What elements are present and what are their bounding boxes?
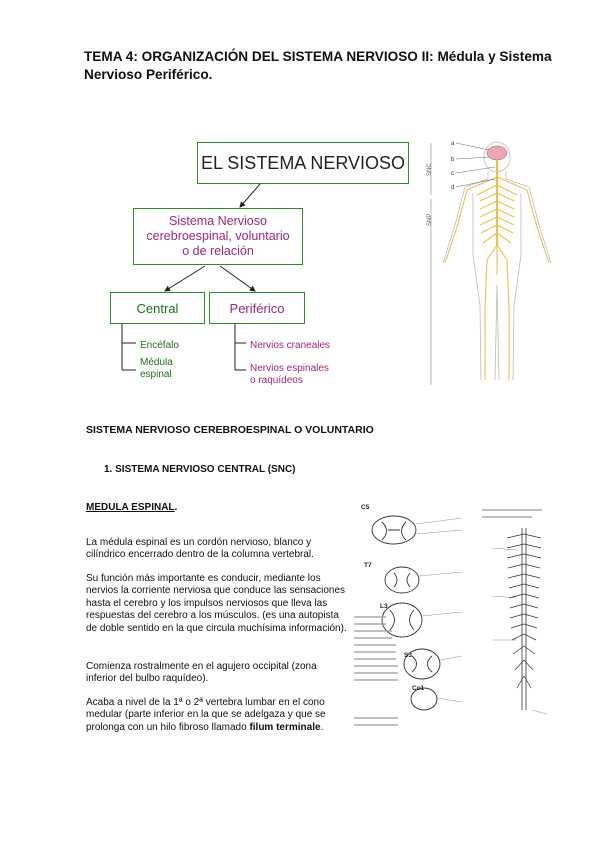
concept-box-central: Central	[110, 292, 205, 324]
body-label-d: d	[451, 185, 454, 191]
section-heading: SISTEMA NERVIOSO CEREBROESPINAL O VOLUNT…	[86, 424, 374, 436]
paragraph-funcion: Su función más importante es conducir, m…	[86, 573, 347, 634]
paragraph-definition: La médula espinal es un cordón nervioso,…	[86, 537, 314, 561]
body-label-b: b	[451, 157, 455, 163]
concept-main-text: EL SISTEMA NERVIOSO	[200, 152, 406, 173]
spine-label-t7: T7	[364, 562, 372, 569]
concept-sub-line3: o de relación	[182, 244, 254, 258]
spine-label-c5: C5	[361, 504, 370, 511]
body-label-snc: SNC	[427, 163, 433, 176]
spine-label-l3: L3	[380, 603, 388, 610]
spinal-cord-sections-illustration	[354, 509, 548, 726]
concept-box-cerebroespinal: Sistema Nervioso cerebroespinal, volunta…	[133, 208, 303, 265]
spine-label-co1: Co1	[412, 685, 425, 692]
paragraph-comienza: Comienza rostralmente en el agujero occi…	[86, 661, 317, 685]
paragraph-acaba: Acaba a nivel de la 1ª o 2ª vertebra lum…	[86, 697, 326, 733]
body-label-c: c	[451, 171, 454, 177]
concept-box-periferico: Periférico	[209, 292, 305, 324]
subsection-heading: 1. SISTEMA NERVIOSO CENTRAL (SNC)	[104, 464, 296, 475]
document-title: TEMA 4: ORGANIZACIÓN DEL SISTEMA NERVIOS…	[84, 49, 552, 82]
concept-leaf-nervios-espinales: Nervios espinales o raquídeos	[250, 363, 329, 386]
spine-label-s3: S3	[404, 652, 412, 659]
concept-leaf-nervios-craneales: Nervios craneales	[250, 340, 331, 351]
body-label-snp: SNP	[427, 213, 433, 226]
medula-heading: MEDULA ESPINAL.	[86, 502, 178, 513]
concept-box-sistema-nervioso: EL SISTEMA NERVIOSO	[197, 142, 409, 184]
concept-map-connectors	[121, 183, 261, 371]
concept-central-text: Central	[136, 300, 179, 316]
concept-sub-line1: Sistema Nervioso	[169, 214, 267, 228]
concept-sub-line2: cerebroespinal, voluntario	[146, 229, 290, 243]
body-label-a: a	[451, 141, 455, 147]
concept-leaf-encefalo: Encéfalo	[140, 340, 179, 351]
concept-periferico-text: Periférico	[229, 300, 285, 316]
nervous-system-body-illustration: a b c d	[430, 141, 552, 385]
concept-leaf-medula: Médula espinal	[140, 357, 173, 380]
